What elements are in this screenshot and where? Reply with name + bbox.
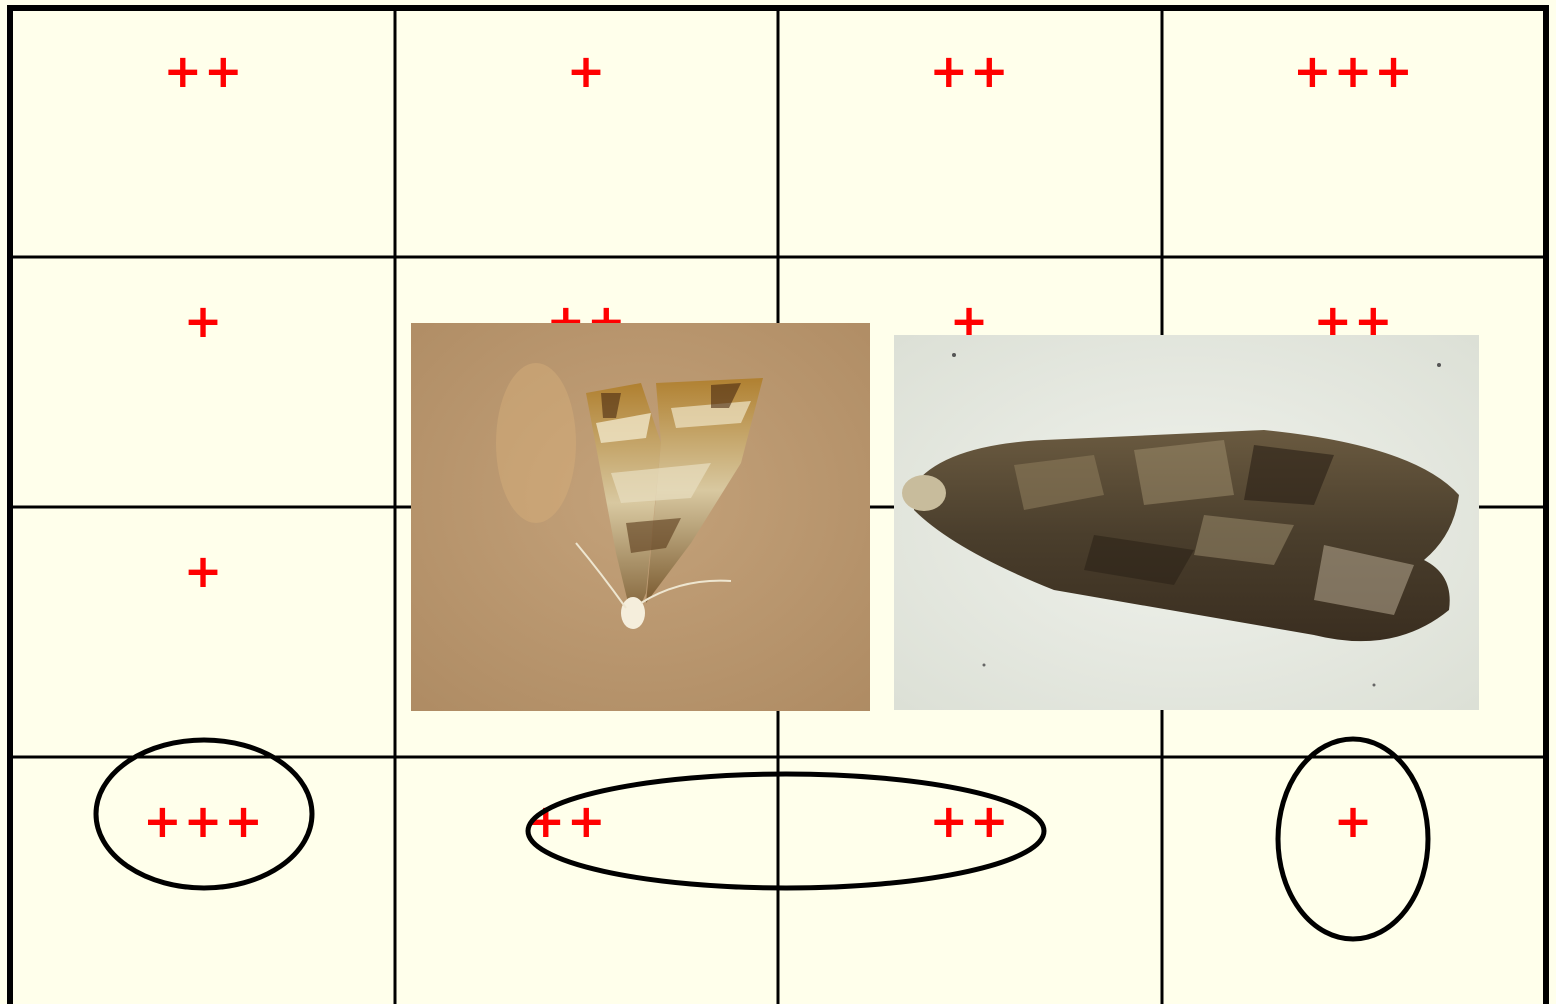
cell-r3-c1: + <box>12 548 396 594</box>
cell-r1-c3: ++ <box>778 48 1162 94</box>
cell-r4-c3: ++ <box>778 798 1162 844</box>
cell-r1-c2: + <box>395 48 779 94</box>
moth-photo-right <box>894 335 1479 710</box>
cell-r4-c1: +++ <box>12 798 396 844</box>
cell-r1-c4: +++ <box>1162 48 1546 94</box>
cell-r2-c1: + <box>12 298 396 344</box>
cell-r4-c4: + <box>1162 798 1546 844</box>
cell-r4-c2: ++ <box>375 798 759 844</box>
moth-photo-left <box>411 323 870 711</box>
cell-r1-c1: ++ <box>12 48 396 94</box>
